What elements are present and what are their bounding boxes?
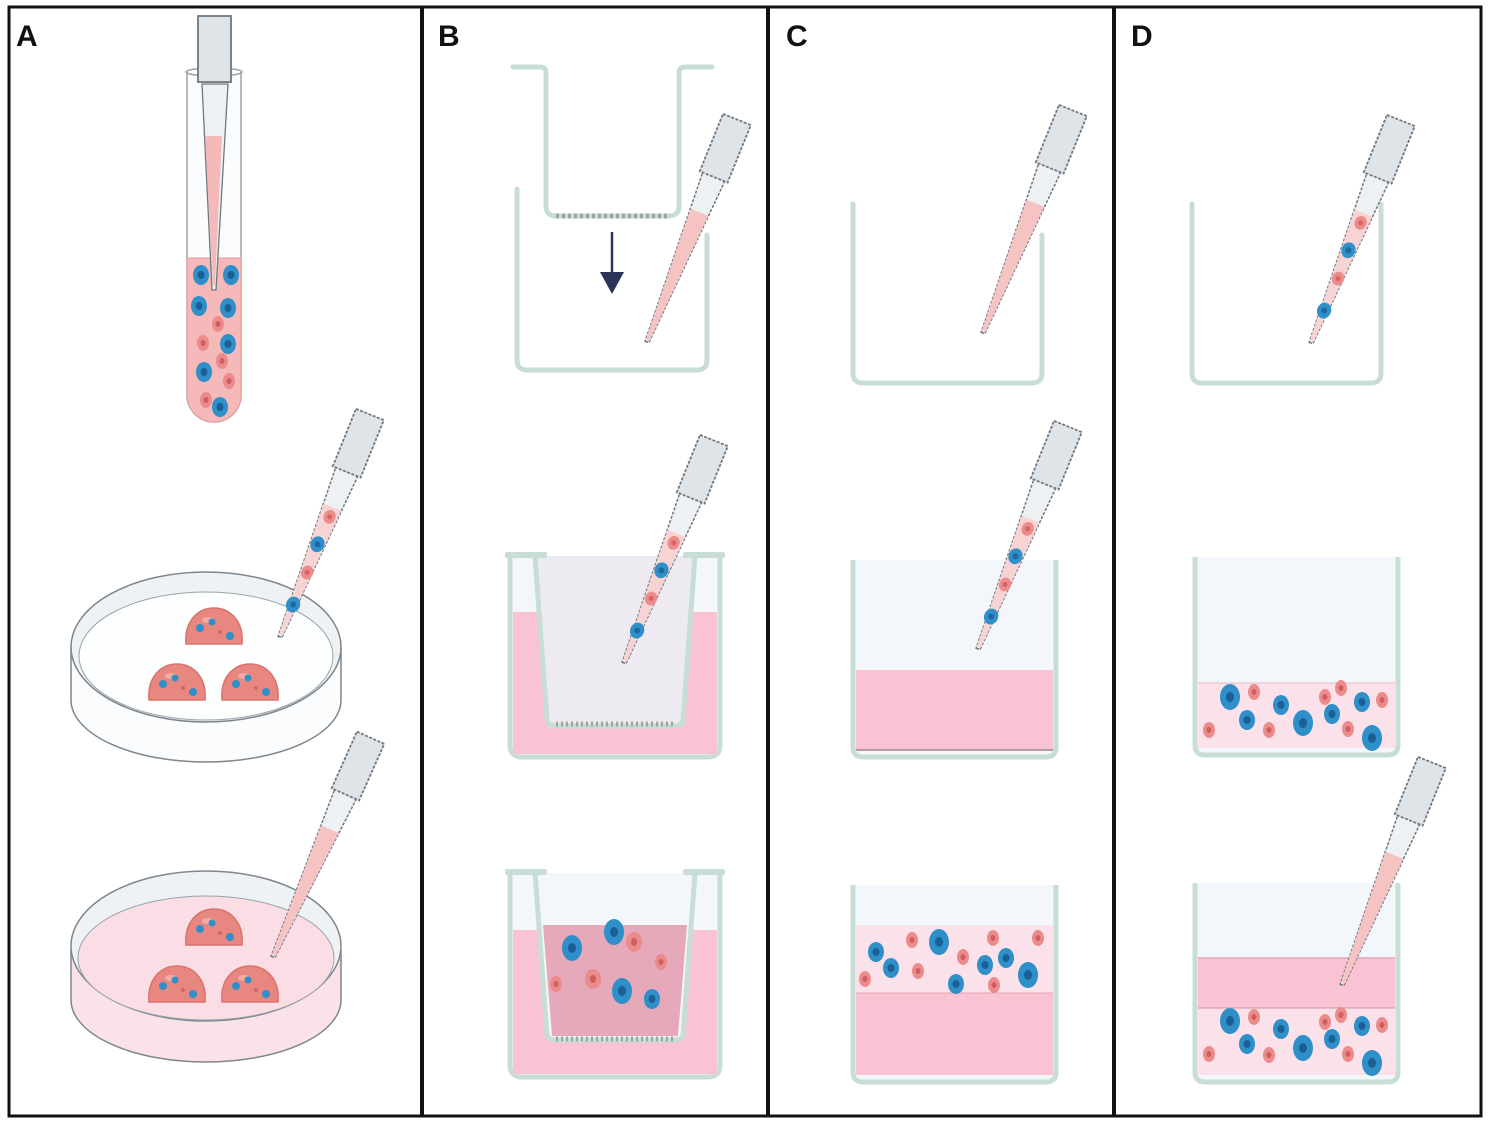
panel-label-a: A [16, 20, 38, 53]
panel-d: D [1131, 20, 1447, 1085]
well-medium-seeding [850, 419, 1083, 760]
insert-lowering [510, 64, 752, 373]
panel-label-c: C [786, 20, 808, 53]
panel-borders [7, 5, 1483, 1118]
panel-a: A [16, 15, 386, 1063]
insert-with-cells [505, 869, 725, 1080]
petri-dish-medium [70, 730, 386, 1063]
petri-dish-explants [70, 407, 385, 763]
panel-label-b: B [438, 20, 460, 53]
well-medium-over-cells [1192, 755, 1447, 1085]
well-settled-cells [1192, 557, 1401, 758]
empty-well-cells [1189, 113, 1416, 386]
insert-seeding [505, 433, 729, 760]
empty-well-medium [850, 103, 1088, 386]
test-tube [185, 15, 243, 423]
panel-label-d: D [1131, 20, 1153, 53]
well-cell-layer [850, 885, 1059, 1085]
panel-c: C [786, 20, 1088, 1085]
panel-b: B [438, 20, 752, 1080]
